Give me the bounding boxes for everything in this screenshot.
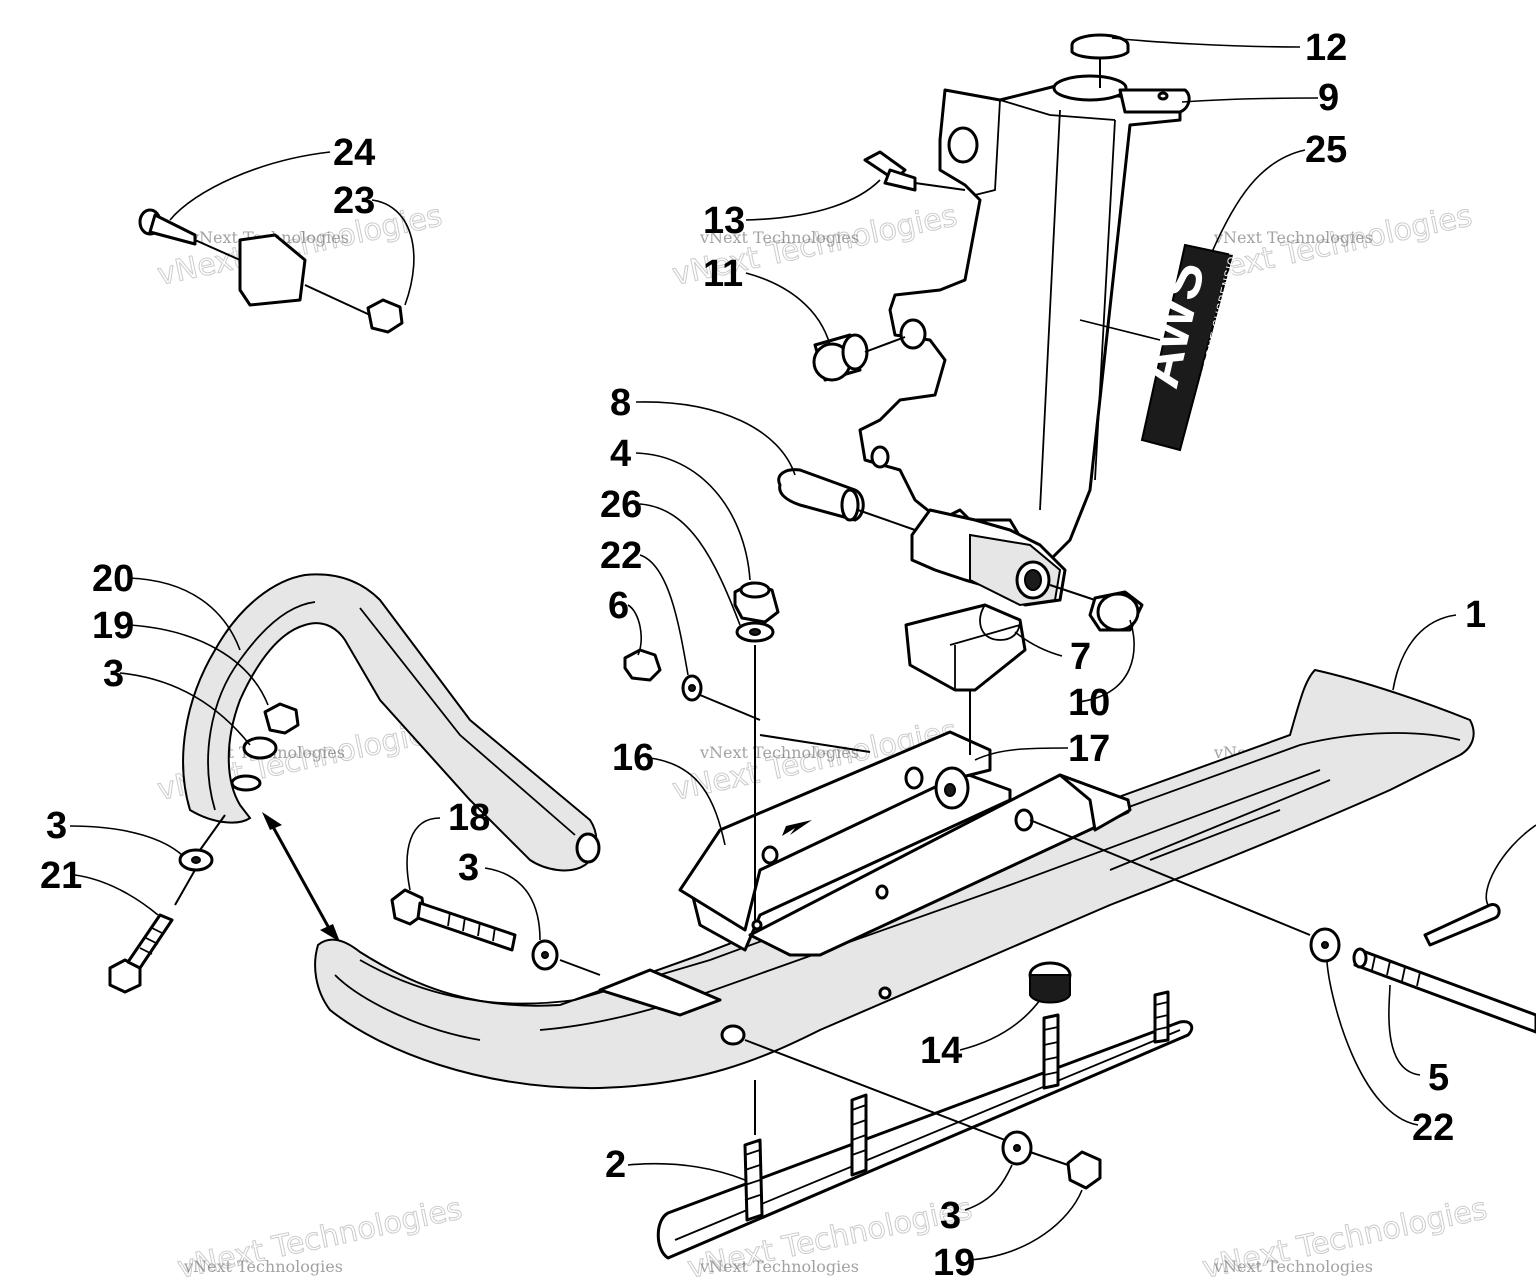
spacer [777, 468, 916, 531]
cotter-pin [1423, 903, 1501, 947]
callout-22-bottom: 22 [1412, 1107, 1454, 1149]
callout-3-loop: 3 [103, 653, 124, 695]
cap-plug [1070, 33, 1130, 88]
bolt-21 [108, 913, 174, 994]
callout-14: 14 [920, 1030, 962, 1072]
watermark-text: vNext Technologies [699, 1257, 859, 1276]
nut-and-washer [623, 648, 871, 753]
bumper-bushing [1028, 961, 1072, 1004]
ski-saddle-bracket [678, 730, 1132, 957]
callout-22-top: 22 [600, 535, 642, 577]
bolt-and-nut-upper [138, 208, 404, 334]
washer-nut-bottom [744, 1039, 1102, 1190]
callout-24: 24 [333, 132, 375, 174]
callout-21: 21 [40, 855, 82, 897]
washer-18 [531, 939, 601, 976]
watermark-text: vNext Technologies [699, 743, 859, 762]
callout-3-bolt18: 3 [458, 847, 479, 889]
callout-19-loop: 19 [92, 605, 134, 647]
callout-23: 23 [333, 180, 375, 222]
aws-decal: AWS ARCTIC WISHBONE SUSPENSION [1127, 243, 1241, 452]
callout-1: 1 [1465, 594, 1486, 636]
spindle-bolt [1029, 819, 1536, 1034]
watermark-text: vNext Technologies [699, 228, 859, 247]
assembly-arrow [262, 812, 340, 942]
callout-17: 17 [1068, 728, 1110, 770]
callout-19-bottom: 19 [933, 1242, 975, 1280]
callout-4: 4 [610, 433, 631, 475]
wear-bar [656, 990, 1194, 1260]
callout-13: 13 [703, 200, 745, 242]
callout-18: 18 [448, 797, 490, 839]
lock-nut-top [733, 581, 780, 920]
watermark-text: vNext Technologies [1213, 1257, 1373, 1276]
callout-26: 26 [600, 484, 642, 526]
callout-7: 7 [1070, 636, 1091, 678]
ski-bumper [904, 603, 1027, 755]
watermark-text: vNext Technologies [183, 1257, 343, 1276]
leader-lines [69, 37, 1536, 1261]
callout-2: 2 [605, 1144, 626, 1186]
callout-labels: 12 9 25 24 23 13 11 8 4 26 22 6 20 19 3 … [40, 27, 1486, 1280]
watermark-bottom-right: vNext Technologies vNext Technologies [1199, 1191, 1491, 1280]
bushing-saddle [934, 766, 970, 810]
callout-10: 10 [1068, 682, 1110, 724]
watermark-text: vNext Technologies [1213, 228, 1373, 247]
callout-6: 6 [608, 585, 629, 627]
grease-fitting [863, 150, 966, 192]
callout-3-bolt21: 3 [46, 805, 67, 847]
loop-nut-washer [242, 702, 300, 760]
callout-5: 5 [1428, 1057, 1449, 1099]
bushing-upper [812, 333, 906, 382]
callout-25: 25 [1305, 129, 1347, 171]
callout-20: 20 [92, 558, 134, 600]
bolt-18 [390, 888, 517, 952]
callout-3-bottom: 3 [940, 1195, 961, 1237]
ski-body [314, 668, 1475, 1090]
bushing-lower [1049, 584, 1144, 632]
callout-9: 9 [1318, 77, 1339, 119]
watermark-bottom-left: vNext Technologies vNext Technologies [174, 1191, 466, 1280]
callout-8: 8 [610, 382, 631, 424]
callout-16: 16 [612, 737, 654, 779]
spindle [858, 74, 1191, 607]
ski-loop [182, 573, 601, 872]
callout-11: 11 [703, 253, 743, 295]
washer-21 [174, 814, 226, 906]
callout-12: 12 [1305, 27, 1347, 69]
